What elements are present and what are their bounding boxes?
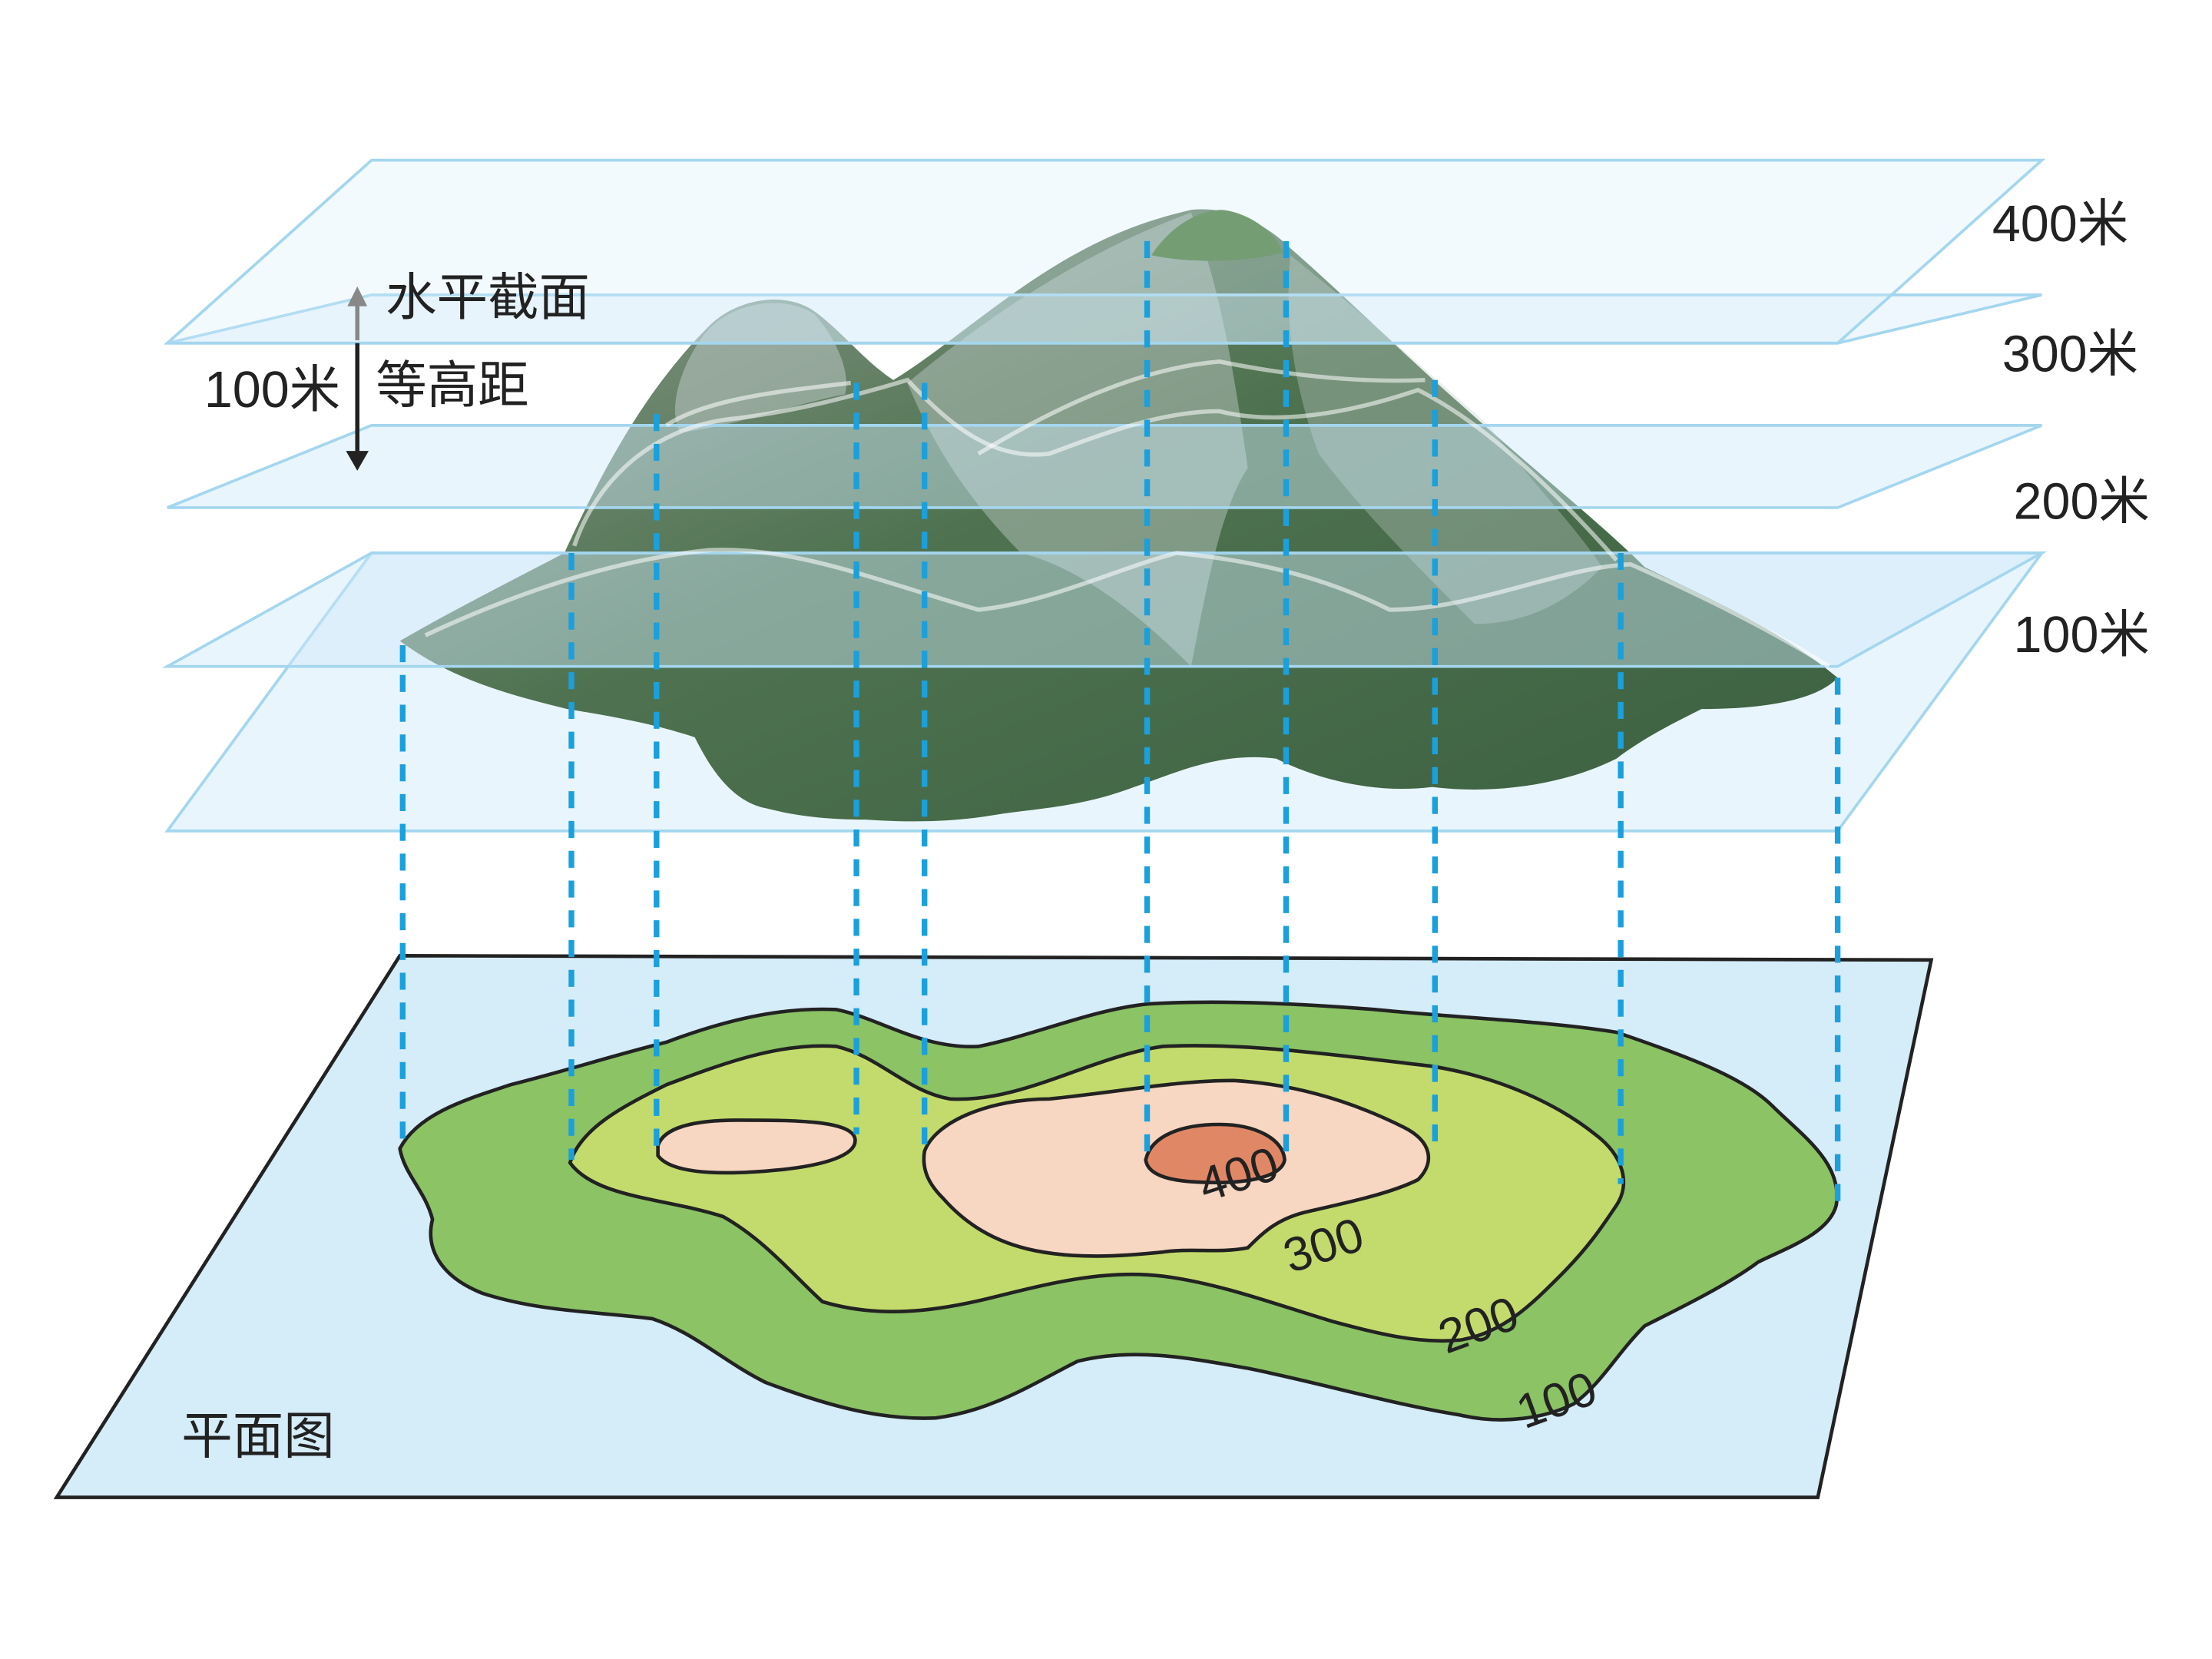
mountain-contour-200 [572,377,1618,562]
arrow-up-icon [347,286,368,341]
section-plane-300 [167,424,2043,509]
level-label-100: 100米 [2014,607,2150,664]
arrow-down-icon [346,343,369,471]
map-title: 平面图 [181,1408,334,1465]
projection-lines [399,240,1841,1206]
contour-area-300-left [656,1118,857,1175]
level-label-200: 200米 [2014,474,2150,531]
mountain-highlight [674,303,846,433]
elevation-labels: 400米 300米 200米 100米 [1992,196,2150,664]
section-label: 水平截面 [386,270,590,326]
mountain-highlight-3 [1288,255,1603,624]
interval-annotation: 水平截面 100米 等高距 [204,270,590,471]
plan-map: 400 300 200 100 平面图 [53,953,1934,1499]
level-label-400: 400米 [1992,196,2128,253]
interval-label: 等高距 [376,357,528,414]
mountain-contour-300 [665,359,1426,456]
interval-value: 100米 [204,362,340,419]
mountain-illustration [161,158,2048,833]
mountain-summit [1151,210,1283,261]
section-plane-400 [164,158,2046,345]
section-plane-200 [161,551,2048,668]
level-label-300: 300米 [2002,326,2138,383]
contour-area-400 [1144,1122,1286,1185]
mountain-contour-100 [424,548,1831,669]
